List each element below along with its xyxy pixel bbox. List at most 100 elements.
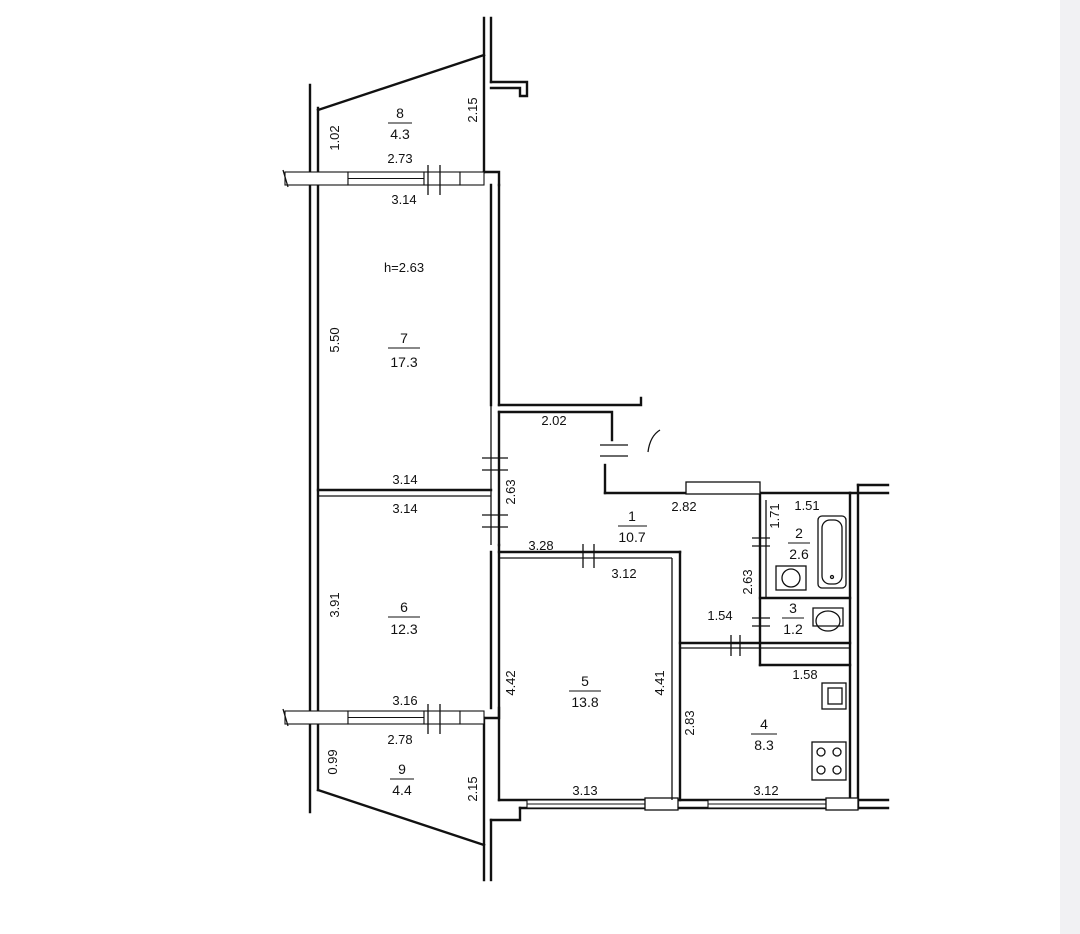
room-5-area: 13.8 [571,694,598,710]
room-6-area: 12.3 [390,621,417,637]
room-2-area: 2.6 [789,546,809,562]
dim-wc-bottom: 1.58 [792,667,817,682]
dim-hall-top: 2.02 [541,413,566,428]
dim-r5-left: 4.42 [503,670,518,695]
right-edge-strip [1060,0,1080,934]
room-2-label: 2 2.6 [788,525,810,562]
room-4-number: 4 [760,716,768,732]
dim-kitchen-left: 2.83 [682,710,697,735]
room-8-number: 8 [396,105,404,121]
door-marks [482,429,770,656]
wall-hall-top [497,396,643,407]
dimension-labels: 1.02 2.15 2.73 3.14 5.50 3.14 3.14 3.91 … [325,97,820,801]
slab-top [282,165,485,195]
toilet-bowl [815,610,841,632]
dim-b8-right: 2.15 [465,97,480,122]
sink-bath-bowl [781,568,801,588]
dim-bath-top: 1.51 [794,498,819,513]
b9-top [482,706,501,720]
slab-bottom [282,704,485,734]
dim-b8-side: 1.02 [327,125,342,150]
dim-b8-width: 2.73 [387,151,412,166]
window-bottom-right [459,710,485,725]
bathtub-inner [821,519,843,585]
room-4-label: 4 8.3 [751,716,777,753]
dim-r7-top: 3.14 [391,192,416,207]
room-3-label: 3 1.2 [782,600,804,637]
dim-r5-right: 4.41 [652,670,667,695]
slab-bottom-mid [423,710,461,725]
room-8-label: 8 4.3 [388,105,412,142]
room-9-number: 9 [398,761,406,777]
dim-r6-bottom: 3.16 [392,693,417,708]
stove-burner-4 [832,765,842,775]
stove-icon [811,741,847,781]
dim-b9-side: 0.99 [325,749,340,774]
ceiling-height: h=2.63 [384,260,424,275]
b8-slant [316,53,486,112]
dim-hall-right: 2.82 [671,499,696,514]
partitions [316,405,852,802]
stove-burner-2 [832,747,842,757]
b9-slant [316,788,486,847]
room-7-label: 7 17.3 [388,330,420,370]
kitchen-sink-basin [827,687,843,705]
b8-notch [489,80,529,98]
sink-bath-icon [775,565,807,591]
balcony-9-walls [316,706,522,882]
room-2-number: 2 [795,525,803,541]
bathtub-icon [817,515,847,589]
dim-kitchen-bottom: 3.12 [753,783,778,798]
room-3-number: 3 [789,600,797,616]
dim-r5-top-left: 3.28 [528,538,553,553]
dim-b9-right: 2.15 [465,776,480,801]
bottom-facade-windows [526,797,859,811]
window-top-right [459,171,485,186]
dim-bath-side: 1.71 [767,503,782,528]
room-9-label: 9 4.4 [390,761,414,798]
wall-hall-top-inner [497,410,614,442]
room-7-area: 17.3 [390,354,417,370]
bathtub-drain [829,574,835,580]
dim-corridor: 2.63 [740,569,755,594]
slab-bottom-left [284,710,349,725]
room-1-label: 1 10.7 [618,508,647,545]
room-5-label: 5 13.8 [569,673,601,710]
room-8-area: 4.3 [390,126,410,142]
dim-wc-left: 1.54 [707,608,732,623]
b9-notch [489,806,522,822]
dim-r6-top: 3.14 [392,501,417,516]
dim-b9-width: 2.78 [387,732,412,747]
door-entry-swing [647,429,661,453]
pier-2 [825,797,859,811]
balcony-8-walls [316,16,529,187]
room-7-number: 7 [400,330,408,346]
stove-burner-3 [816,765,826,775]
slab-top-left [284,171,349,186]
room-5-number: 5 [581,673,589,689]
dim-r7-bottom: 3.14 [392,472,417,487]
dim-r5-top-right: 3.12 [611,566,636,581]
room-labels: 1 10.7 2 2.6 3 1.2 4 8.3 5 13.8 6 12.3 [384,105,810,798]
room-3-area: 1.2 [783,621,803,637]
dim-r7-left: 5.50 [327,327,342,352]
break-top [282,169,289,188]
room-6-number: 6 [400,599,408,615]
dim-r6-left: 3.91 [327,592,342,617]
room-9-area: 4.4 [392,782,412,798]
room-6-label: 6 12.3 [388,599,420,637]
room-4-area: 8.3 [754,737,774,753]
pier-1 [644,797,679,811]
room-1-number: 1 [628,508,636,524]
room-1-area: 10.7 [618,529,645,545]
niche-top [685,481,761,495]
b8-bottom [482,170,501,187]
break-bottom [282,708,289,727]
stove-burner-1 [816,747,826,757]
dim-hall-left: 2.63 [503,479,518,504]
fixtures [775,515,847,781]
dim-r5-bottom: 3.13 [572,783,597,798]
slab-top-mid [423,171,461,186]
